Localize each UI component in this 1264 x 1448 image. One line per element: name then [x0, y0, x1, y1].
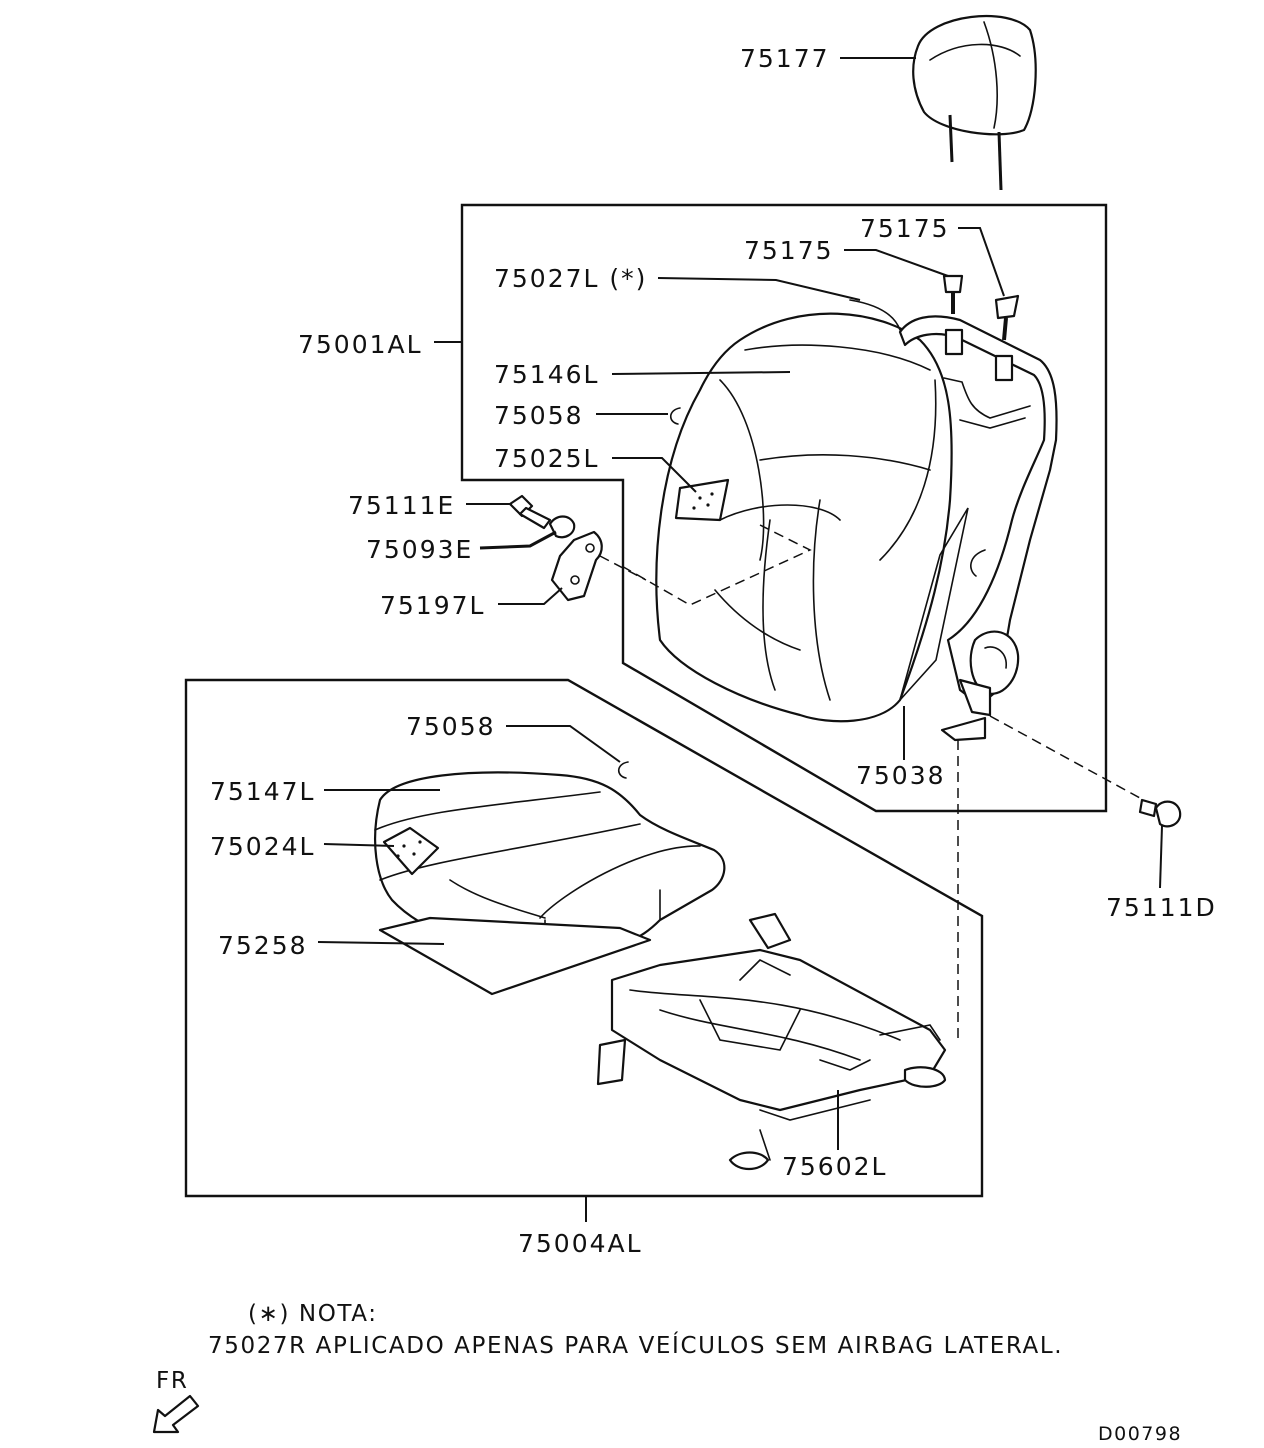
nut[interactable] [548, 515, 576, 539]
cushion-assy-box [184, 678, 984, 1198]
drawing-code: D00798 [1098, 1423, 1182, 1445]
label-clip-left[interactable]: 75175 [744, 236, 834, 265]
note-text: 75027R APLICADO APENAS PARA VEÍCULOS SEM… [208, 1331, 1063, 1359]
back-heater-pad[interactable] [674, 478, 730, 522]
label-back-frame[interactable]: 75038 [856, 761, 946, 790]
label-cushion-hog-ring[interactable]: 75058 [406, 712, 496, 741]
label-side-airbag-pad[interactable]: 75027L (*) [494, 264, 647, 293]
seatback-frame[interactable] [898, 315, 1058, 742]
seatback[interactable] [619, 312, 953, 723]
label-cushion-frame[interactable]: 75602L [782, 1152, 887, 1181]
label-nut[interactable]: 75093E [366, 535, 473, 564]
part-labels: 75177 75175 75175 75027L (*) 75001AL 751… [210, 44, 1217, 1258]
label-cushion-assy[interactable]: 75004AL [518, 1229, 643, 1258]
label-cushion-cover[interactable]: 75147L [210, 777, 315, 806]
label-headrest[interactable]: 75177 [740, 44, 830, 73]
bolt-upper[interactable] [508, 494, 552, 530]
cushion-mat[interactable] [378, 916, 652, 996]
label-back-hog-ring[interactable]: 75058 [494, 401, 584, 430]
clip-right[interactable] [994, 294, 1020, 341]
back-hog-ring[interactable] [669, 407, 681, 425]
label-back-heater-pad[interactable]: 75025L [494, 444, 599, 473]
direction-label: FR [156, 1368, 188, 1394]
label-bracket[interactable]: 75197L [380, 591, 485, 620]
leader-lines [317, 57, 1163, 1222]
bolt-lower[interactable] [1138, 798, 1182, 828]
note-title: (∗) NOTA: [248, 1301, 378, 1327]
front-arrow-icon [152, 1394, 200, 1434]
label-cushion-heater-pad[interactable]: 75024L [210, 832, 315, 861]
cushion-frame[interactable] [596, 912, 947, 1171]
headrest[interactable] [912, 14, 1037, 191]
seatback-assy-box [460, 203, 1108, 813]
bracket[interactable] [550, 530, 603, 602]
cushion-heater-pad[interactable] [382, 826, 440, 876]
clip-left[interactable] [942, 274, 964, 314]
seat-cushion[interactable] [374, 761, 726, 957]
label-clip-right[interactable]: 75175 [860, 214, 950, 243]
label-cushion-mat[interactable]: 75258 [218, 931, 308, 960]
cushion-hog-ring[interactable] [617, 761, 629, 779]
label-bolt-lower[interactable]: 75111D [1106, 893, 1217, 922]
label-bolt-upper[interactable]: 75111E [348, 491, 455, 520]
label-back-cover[interactable]: 75146L [494, 360, 599, 389]
label-seatback-assy[interactable]: 75001AL [298, 330, 423, 359]
